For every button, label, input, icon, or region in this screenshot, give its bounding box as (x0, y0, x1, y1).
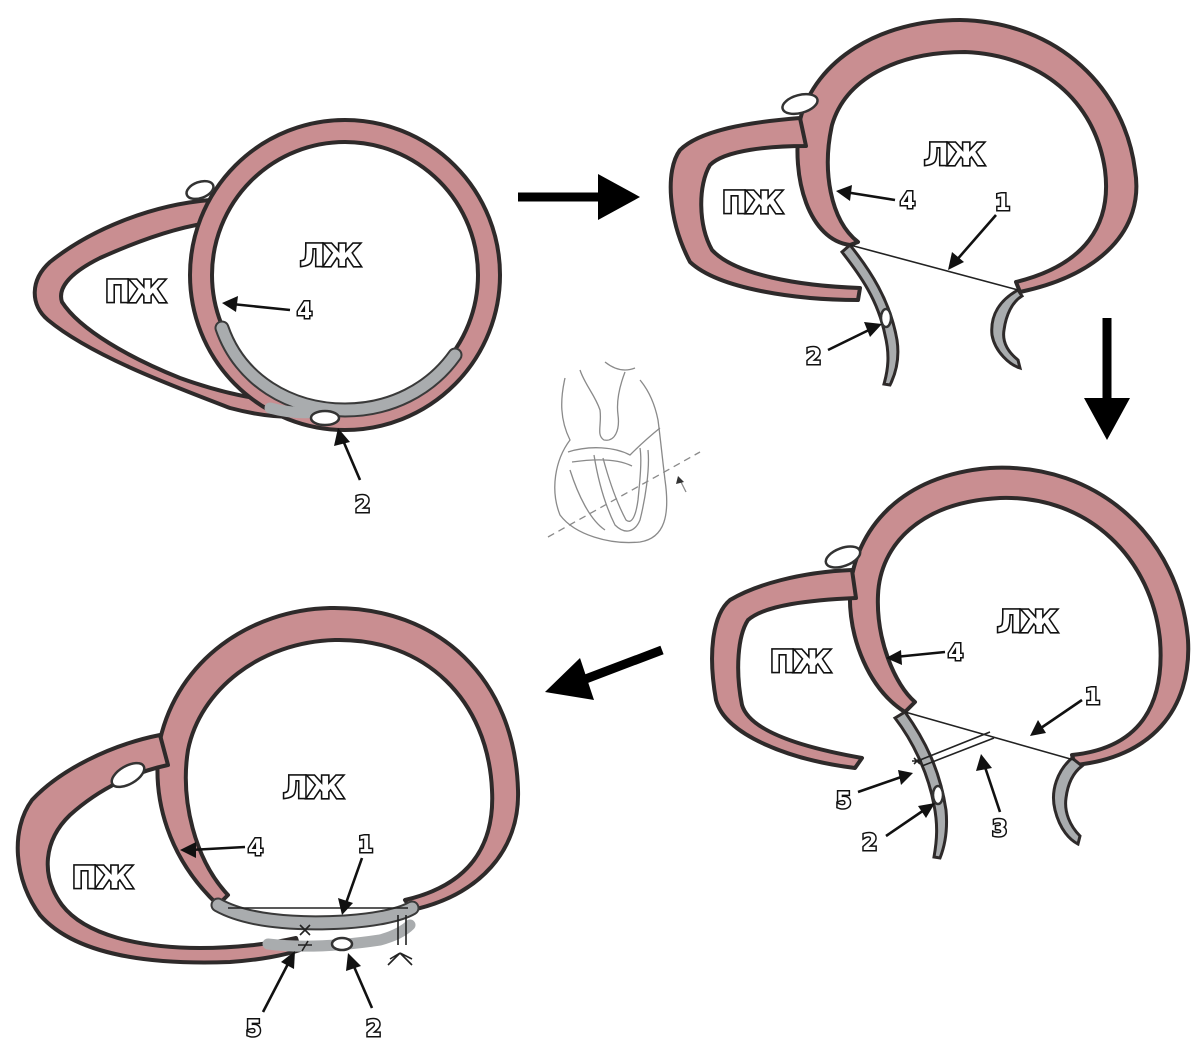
suture-line-a (920, 732, 990, 760)
coronary-vessel-bottom (332, 938, 352, 950)
lv-label: ЛЖ (924, 138, 985, 173)
panel-stage-1: ПЖ ЛЖ 4 2 (35, 120, 500, 518)
callout-2: 2 (806, 322, 882, 370)
svg-text:3: 3 (992, 817, 1007, 842)
lv-label: ЛЖ (283, 771, 344, 806)
scar-flap-right (1054, 758, 1082, 844)
panel-stage-3: ПЖ ЛЖ 4 1 5 2 3 (712, 468, 1188, 858)
rv-label: ПЖ (770, 645, 831, 680)
callout-4: 4 (886, 641, 963, 666)
svg-text:2: 2 (806, 345, 821, 370)
scar-flap-right (992, 290, 1022, 368)
svg-text:2: 2 (355, 493, 370, 518)
callout-1: 1 (1030, 685, 1100, 736)
lv-wall (157, 608, 518, 910)
svg-text:1: 1 (358, 833, 373, 858)
callout-2: 2 (334, 428, 370, 518)
svg-text:4: 4 (948, 641, 963, 666)
coronary-vessel-flap (933, 786, 943, 804)
svg-text:5: 5 (246, 1017, 261, 1042)
callout-3: 3 (976, 754, 1007, 842)
step-arrow-right (518, 174, 640, 220)
callout-2: 2 (346, 953, 381, 1042)
callout-2: 2 (862, 803, 935, 856)
heart-orientation-sketch (548, 362, 700, 543)
rv-label: ПЖ (722, 186, 783, 221)
svg-text:1: 1 (1085, 685, 1100, 710)
lv-label: ЛЖ (300, 239, 361, 274)
callout-1: 1 (948, 191, 1010, 270)
svg-text:4: 4 (900, 189, 915, 214)
svg-text:4: 4 (297, 299, 312, 324)
callout-5: 5 (836, 770, 913, 814)
panel-stage-4: ПЖ ЛЖ 4 1 5 2 (18, 608, 518, 1042)
rv-label: ПЖ (105, 275, 166, 310)
panel-stage-2: ПЖ ЛЖ 4 1 2 (671, 20, 1137, 385)
svg-text:2: 2 (366, 1017, 381, 1042)
svg-text:1: 1 (995, 191, 1010, 216)
rv-label: ПЖ (72, 861, 133, 896)
coronary-vessel-flap (881, 309, 891, 327)
step-arrow-left (545, 650, 662, 700)
lv-label: ЛЖ (997, 605, 1058, 640)
step-arrow-down (1084, 318, 1130, 440)
callout-5: 5 (246, 951, 295, 1042)
callout-4: 4 (836, 185, 915, 214)
coronary-vessel-bottom (311, 411, 339, 425)
callout-1: 1 (338, 833, 373, 915)
svg-text:4: 4 (248, 836, 263, 861)
svg-text:2: 2 (862, 831, 877, 856)
rv-scar (270, 408, 318, 413)
svg-text:5: 5 (836, 789, 851, 814)
